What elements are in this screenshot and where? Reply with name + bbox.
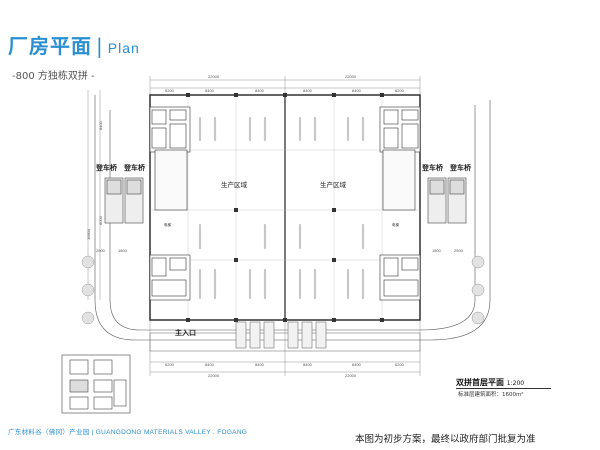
entrance-label: 主入口	[175, 328, 196, 337]
footer-disclaimer: 本图为初步方案，最终以政府部门批复为准	[355, 434, 536, 445]
interior-markings	[198, 116, 365, 300]
entrance-bays	[235, 321, 327, 349]
key-map	[61, 354, 131, 414]
dim-top-seg-6: 6200	[395, 88, 405, 93]
plan-title: 双拼首层平面 1:200	[456, 377, 524, 388]
right-core	[379, 106, 421, 301]
zone-label-left: 生产区域	[221, 180, 248, 189]
plan-title-rule	[456, 388, 551, 389]
dim-bottom-seg-5: 8400	[352, 362, 362, 367]
dim-top-seg-4: 8400	[303, 88, 313, 93]
title-cn: 厂房平面	[8, 34, 92, 58]
elevator-label-left: 电梯	[164, 222, 171, 227]
plan-title-text: 双拼首层平面	[456, 378, 504, 387]
trees	[81, 255, 485, 325]
dock-trucks-right	[427, 177, 467, 224]
dim-bottom-seg-2: 8400	[205, 362, 215, 367]
title-separator: |	[96, 34, 104, 58]
dim-top-total-1: 22000	[208, 74, 220, 79]
dim-bottom-total-1: 22000	[208, 373, 220, 378]
dim-bottom-seg-3: 8400	[255, 362, 265, 367]
left-core	[149, 106, 191, 301]
dim-side-2: 1800	[118, 248, 128, 253]
dim-bottom-seg-4: 8400	[303, 362, 313, 367]
dock-trucks-left	[104, 177, 144, 224]
elevator-label-right: 电梯	[392, 222, 400, 227]
dim-top-seg-3: 8400	[255, 88, 265, 93]
footer-company: 广东材料谷（佛冈）产业园 | GUANGDONG MATERIALS VALLE…	[8, 429, 248, 436]
dim-left-2: 8000	[98, 215, 103, 225]
dock-label-3: 登车桥	[421, 163, 444, 172]
dim-bottom-seg-1: 6200	[165, 362, 175, 367]
building-outline	[149, 93, 421, 322]
page-title: 厂房平面|Plan	[8, 30, 140, 59]
dim-left-3: 16800	[86, 228, 91, 240]
dim-top-total-2: 22000	[345, 74, 357, 79]
dim-top-seg-5: 8400	[352, 88, 362, 93]
dim-left-1: 8400	[98, 120, 103, 130]
dim-side-4: 2500	[454, 248, 464, 253]
dim-top-seg-1: 6200	[165, 88, 175, 93]
zone-label-right: 生产区域	[320, 180, 347, 189]
dim-side-1: 2500	[96, 248, 106, 253]
site-road	[94, 95, 491, 352]
dock-label-1: 登车桥	[95, 163, 118, 172]
dim-bottom-seg-6: 6200	[395, 362, 405, 367]
title-en: Plan	[107, 40, 140, 56]
dim-top-seg-2: 8400	[205, 88, 215, 93]
dock-label-2: 登车桥	[123, 163, 146, 172]
dock-label-4: 登车桥	[449, 163, 472, 172]
dim-bottom-total-2: 22000	[345, 373, 357, 378]
page-subtitle: -800 方独栋双拼 -	[12, 71, 95, 82]
plan-scale: 1:200	[506, 380, 525, 387]
plan-labels: 登车桥 登车桥 登车桥 登车桥 生产区域 生产区域 主入口 电梯 电梯 2200…	[86, 74, 472, 378]
dim-side-3: 1800	[432, 248, 442, 253]
plan-area-text: 标准层建筑面积：1600m²	[458, 392, 524, 398]
